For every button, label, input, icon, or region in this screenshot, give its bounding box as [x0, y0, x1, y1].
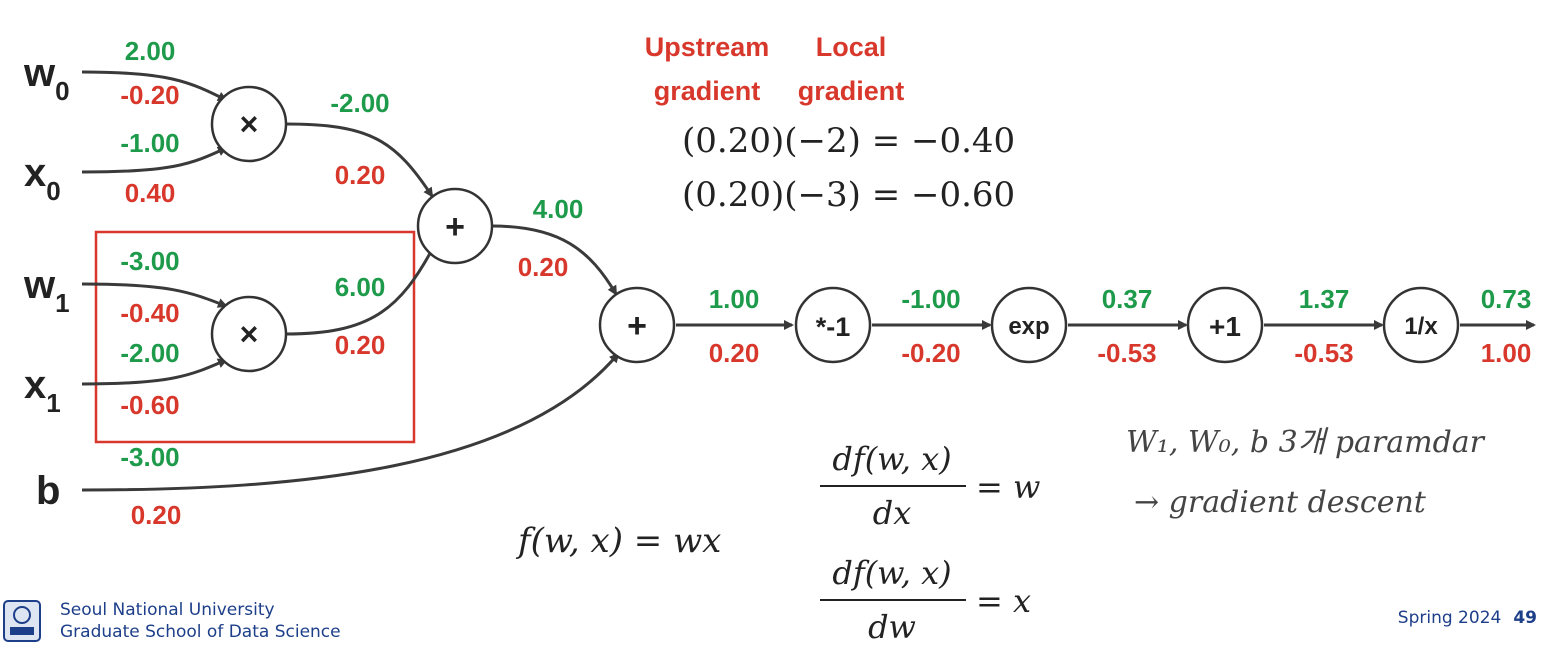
w0-value: 2.00	[125, 36, 176, 66]
local-label-1: Local	[816, 32, 887, 62]
handwritten-line-2: → gradient descent	[1134, 485, 1427, 520]
x0-value: -1.00	[120, 128, 179, 158]
edge-w0-mul0	[81, 70, 228, 102]
page-number: 49	[1513, 608, 1537, 628]
university-logo	[3, 600, 41, 642]
x1-value: -2.00	[120, 338, 179, 368]
w0-grad: -0.20	[120, 80, 179, 110]
svg-text:+: +	[627, 307, 647, 345]
edge-x1-mul1	[81, 358, 228, 386]
x1-grad: -0.60	[120, 390, 179, 420]
w1-grad: -0.40	[120, 298, 179, 328]
x0-grad: 0.40	[125, 178, 176, 208]
var-b: b	[36, 469, 60, 513]
term-label: Spring 2024	[1397, 608, 1502, 628]
dfdx-rhs: = w	[976, 468, 1040, 506]
node-neg: *-1	[794, 286, 872, 364]
edge-add0-add1	[491, 224, 618, 296]
svg-text:*-1: *-1	[816, 312, 851, 342]
chain-eq-1: (0.20)(−2) = −0.40	[682, 121, 1015, 161]
svg-text:×: ×	[240, 316, 259, 352]
highlight-box	[94, 230, 416, 444]
upstream-label-2: gradient	[654, 76, 761, 106]
add1-out-value: 1.00	[709, 284, 760, 314]
dfdw-den: dw	[868, 608, 916, 646]
dfdx-den: dx	[873, 494, 912, 532]
plus1-out-value: 1.37	[1299, 284, 1350, 314]
mul1-out-grad: 0.20	[335, 330, 386, 360]
school-name: Graduate School of Data Science	[60, 622, 341, 642]
edge-b-add1	[81, 352, 620, 492]
add0-out-grad: 0.20	[518, 252, 569, 282]
edge-mul0-add0	[285, 122, 434, 198]
upstream-label-1: Upstream	[645, 32, 770, 62]
svg-text:+1: +1	[1209, 311, 1241, 342]
var-x0: x0	[24, 151, 61, 206]
svg-text:+: +	[445, 208, 465, 246]
edge-x0-mul0	[81, 146, 228, 174]
exp-out-value: 0.37	[1102, 284, 1153, 314]
footer-university: Seoul National University Graduate Schoo…	[0, 596, 341, 646]
dfdx-num: df(w, x)	[832, 440, 951, 478]
local-label-2: gradient	[798, 76, 905, 106]
node-recip: 1/x	[1382, 286, 1460, 364]
svg-text:×: ×	[240, 106, 259, 142]
formula-f: f(w, x) = wx	[515, 521, 721, 561]
recip-out-grad: 1.00	[1481, 338, 1532, 368]
svg-text:exp: exp	[1008, 313, 1049, 340]
node-mul0: ×	[210, 85, 288, 163]
node-add1: +	[598, 286, 676, 364]
mul0-out-value: -2.00	[330, 88, 389, 118]
node-add0: +	[416, 187, 494, 265]
recip-out-value: 0.73	[1481, 284, 1532, 314]
add0-out-value: 4.00	[533, 194, 584, 224]
edge-w1-mul1	[81, 282, 228, 308]
dfdw-rhs: = x	[976, 582, 1031, 620]
var-w0: w0	[23, 51, 70, 106]
neg-out-grad: -0.20	[901, 338, 960, 368]
chain-eq-2: (0.20)(−3) = −0.60	[682, 175, 1015, 215]
node-plus1: +1	[1186, 286, 1264, 364]
b-value: -3.00	[120, 442, 179, 472]
plus1-out-grad: -0.53	[1294, 338, 1353, 368]
edge-mul1-add0	[285, 244, 436, 336]
university-name: Seoul National University	[60, 600, 275, 620]
w1-value: -3.00	[120, 246, 179, 276]
handwritten-line-1: W₁, W₀, b 3개 paramdar	[1126, 425, 1486, 460]
mul0-out-grad: 0.20	[335, 160, 386, 190]
node-mul1: ×	[210, 295, 288, 373]
node-exp: exp	[990, 286, 1068, 364]
mul1-out-value: 6.00	[335, 272, 386, 302]
add1-out-grad: 0.20	[709, 338, 760, 368]
footer-page-info: Spring 2024 49	[1398, 608, 1537, 628]
svg-text:1/x: 1/x	[1404, 313, 1438, 340]
b-grad: 0.20	[131, 500, 182, 530]
neg-out-value: -1.00	[901, 284, 960, 314]
dfdw-num: df(w, x)	[832, 554, 951, 592]
var-w1: w1	[23, 263, 70, 318]
exp-out-grad: -0.53	[1097, 338, 1156, 368]
var-x1: x1	[24, 363, 61, 418]
